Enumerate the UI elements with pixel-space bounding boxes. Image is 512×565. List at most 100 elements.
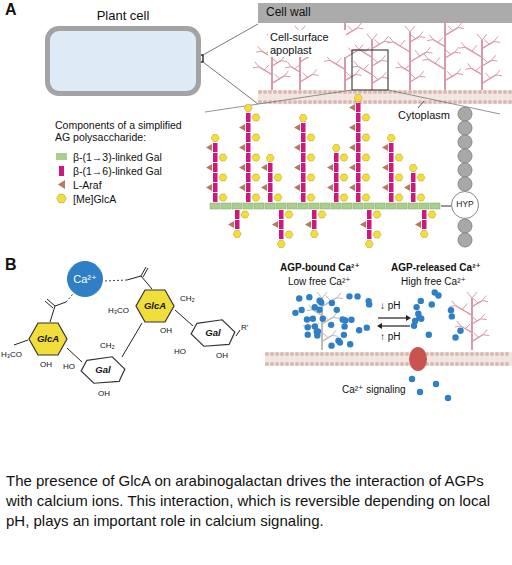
glca-hexagon bbox=[362, 114, 370, 121]
lipid-head bbox=[280, 362, 284, 366]
lipid-head bbox=[383, 100, 387, 104]
stroke-line bbox=[448, 26, 453, 31]
glca-hexagon bbox=[420, 231, 428, 238]
stroke-line bbox=[356, 74, 362, 75]
glca-hexagon bbox=[57, 194, 67, 202]
figure-caption: The presence of GlcA on arabinogalactan … bbox=[6, 471, 504, 531]
araf-triangle bbox=[349, 164, 355, 171]
ring-shape bbox=[191, 320, 235, 346]
side-chain-gal bbox=[356, 113, 361, 122]
side-chain-gal bbox=[389, 163, 394, 172]
side-chain-gal bbox=[213, 193, 218, 202]
side-chain-gal bbox=[356, 193, 361, 202]
legend-entry: L-Araf bbox=[56, 178, 102, 191]
glca-hexagon bbox=[362, 134, 370, 141]
lipid-head bbox=[493, 100, 497, 104]
lipid-head bbox=[335, 362, 339, 366]
stroke-line bbox=[446, 50, 451, 54]
glca-hexagon bbox=[362, 194, 370, 201]
side-chain-gal bbox=[411, 173, 416, 182]
stroke-line bbox=[483, 330, 487, 335]
lipid-head bbox=[468, 100, 472, 104]
stroke-line bbox=[141, 267, 146, 276]
side-chain-gal bbox=[312, 210, 317, 219]
lipid-head bbox=[398, 100, 402, 104]
lipid-head bbox=[465, 362, 469, 366]
side-chain-gal bbox=[213, 183, 218, 192]
lipid-head bbox=[440, 352, 444, 356]
calcium-dot bbox=[445, 395, 451, 401]
stroke-line bbox=[323, 333, 328, 337]
backbone-gal bbox=[243, 203, 253, 209]
stroke-line bbox=[426, 47, 430, 52]
lipid-head bbox=[453, 90, 457, 94]
stroke-line bbox=[356, 69, 360, 74]
lipid-head bbox=[358, 90, 362, 94]
lipid-head bbox=[350, 362, 354, 366]
ring-shape bbox=[29, 323, 67, 355]
calcium-dot bbox=[341, 323, 347, 329]
chemical-group: R' bbox=[241, 323, 248, 332]
glca-hexagon bbox=[307, 154, 315, 161]
backbone-gal bbox=[210, 203, 220, 209]
calcium-dot bbox=[418, 298, 424, 304]
protein-bead bbox=[458, 233, 472, 247]
lipid-head bbox=[328, 100, 332, 104]
stroke-line bbox=[482, 301, 488, 302]
legend-swatch bbox=[56, 153, 67, 160]
stroke-line bbox=[465, 324, 470, 329]
lipid-head bbox=[335, 352, 339, 356]
stroke-line bbox=[382, 72, 386, 77]
calcium-dot bbox=[452, 334, 458, 340]
calcium-dot bbox=[347, 341, 353, 347]
state-label: Ca²⁺ signaling bbox=[342, 384, 406, 396]
stroke-line bbox=[484, 39, 489, 44]
chemical-group: OH bbox=[98, 389, 110, 398]
calcium-dot bbox=[328, 322, 334, 328]
calcium-dot bbox=[312, 323, 318, 329]
stroke-line bbox=[492, 60, 498, 61]
lipid-head bbox=[380, 362, 384, 366]
lipid-head bbox=[373, 100, 377, 104]
stroke-line bbox=[419, 32, 423, 37]
backbone-gal bbox=[298, 203, 308, 209]
side-chain-gal bbox=[422, 210, 427, 219]
stroke-line bbox=[482, 34, 487, 40]
protein-bead bbox=[458, 163, 472, 177]
stroke-line bbox=[367, 34, 372, 40]
lipid-head bbox=[470, 352, 474, 356]
glca-hexagon bbox=[362, 154, 370, 161]
lipid-head bbox=[480, 362, 484, 366]
lipid-head bbox=[315, 352, 319, 356]
backbone-gal bbox=[254, 203, 264, 209]
stroke-line bbox=[472, 317, 477, 321]
lipid-head bbox=[445, 352, 449, 356]
lipid-head bbox=[413, 100, 417, 104]
lipid-head bbox=[365, 362, 369, 366]
lipid-head bbox=[465, 352, 469, 356]
araf-triangle bbox=[360, 221, 366, 228]
stroke-line bbox=[122, 323, 142, 357]
glca-hexagon bbox=[395, 174, 403, 181]
stroke-line bbox=[483, 58, 488, 62]
side-chain-gal bbox=[235, 210, 240, 219]
lipid-head bbox=[418, 100, 422, 104]
lipid-head bbox=[305, 362, 309, 366]
calcium-ion: Ca²⁺ bbox=[67, 261, 103, 297]
stroke-line bbox=[66, 294, 73, 302]
lipid-head bbox=[418, 90, 422, 94]
lipid-head bbox=[325, 362, 329, 366]
araf-triangle bbox=[261, 184, 267, 191]
glca-hexagon bbox=[417, 194, 425, 201]
stroke-line bbox=[420, 71, 424, 76]
legend-text: β-(1→3)-linked Gal bbox=[73, 151, 162, 163]
araf-triangle bbox=[404, 184, 410, 191]
side-chain-gal bbox=[356, 173, 361, 182]
stroke-line bbox=[389, 37, 393, 42]
side-chain-gal bbox=[268, 173, 273, 182]
backbone-gal bbox=[386, 203, 396, 209]
lipid-head bbox=[500, 352, 504, 356]
stroke-line bbox=[405, 26, 410, 32]
lipid-head bbox=[290, 352, 294, 356]
backbone-gal bbox=[276, 203, 286, 209]
